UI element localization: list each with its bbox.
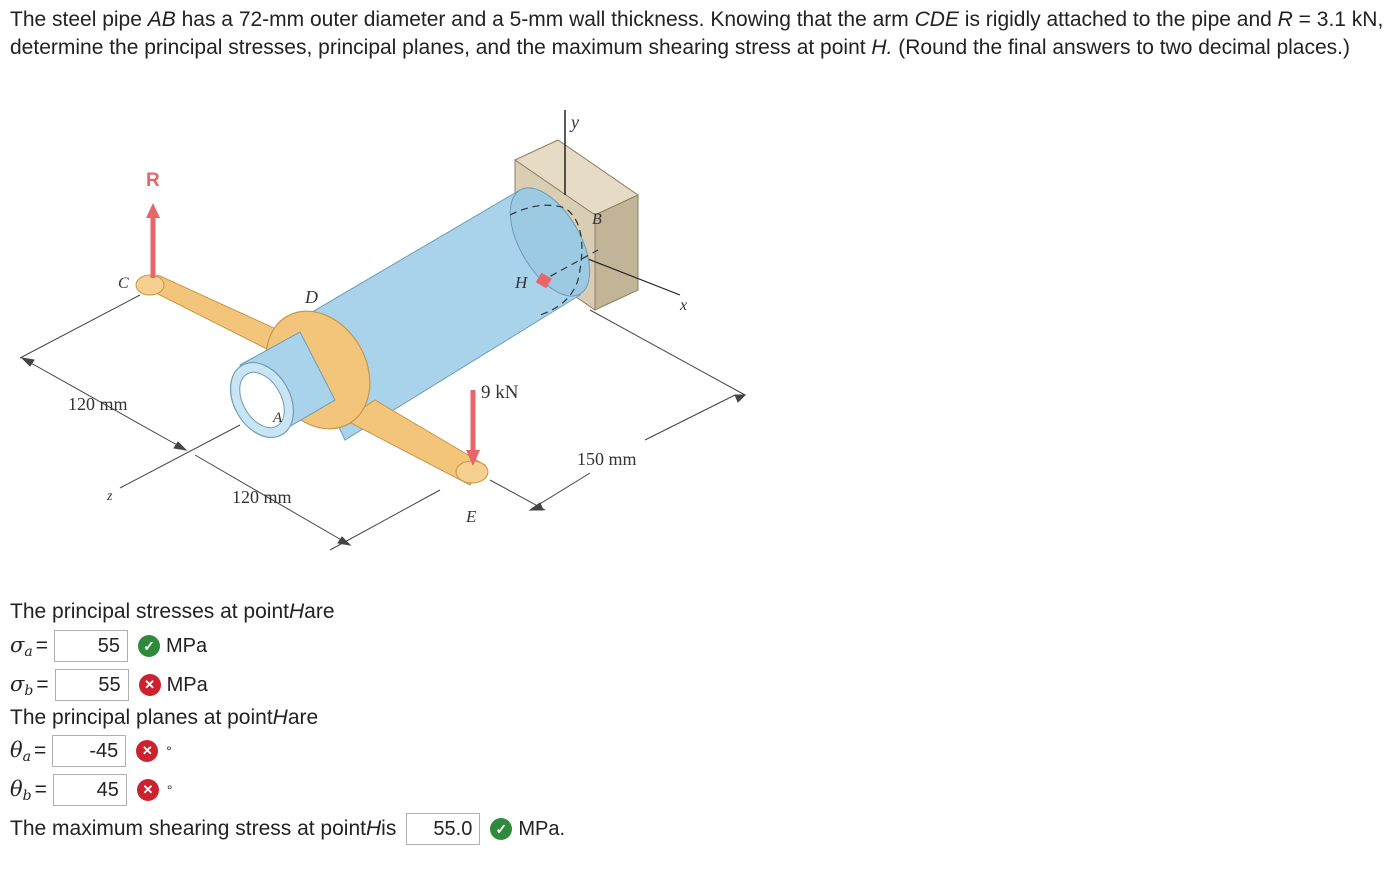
theta-b-input[interactable]: 45 (52, 774, 127, 806)
tau-max-input[interactable]: 55.0 (406, 813, 481, 845)
label-C: C (118, 275, 129, 292)
sigma-a-label: σa (10, 633, 33, 660)
q-part: (Round the final answers to two decimal … (892, 35, 1350, 59)
theta-a-subscript: a (22, 748, 32, 765)
label-B: B (592, 211, 602, 228)
q-var-CDE: CDE (914, 8, 959, 31)
q-part: The steel pipe (10, 8, 148, 31)
sigma-a-symbol: σ (10, 632, 25, 657)
sigma-b-label: σb (10, 672, 33, 699)
label-E: E (465, 507, 477, 526)
label-x: x (679, 297, 687, 314)
sigma-b-input[interactable]: 55 (54, 669, 129, 701)
stresses-prompt-H: H (288, 600, 305, 623)
theta-a-unit: ° (166, 743, 172, 759)
theta-a-row: θa = -45 ✕ ° (10, 735, 172, 767)
sigma-a-equals: = (35, 634, 48, 657)
shear-prompt-suffix: is (381, 817, 397, 840)
dim-120mm-bottom: 120 mm (232, 487, 292, 507)
x-icon: ✕ (138, 674, 161, 696)
dim-120mm-left: 120 mm (68, 394, 128, 414)
q-var-R: R (1277, 8, 1293, 31)
sigma-b-subscript: b (24, 682, 34, 699)
theta-a-equals: = (34, 739, 47, 762)
sigma-a-row: σa = 55 ✓ MPa (10, 630, 208, 662)
dimension-lines (19, 294, 747, 551)
theta-b-symbol: θ (10, 776, 23, 801)
x-icon: ✕ (136, 740, 159, 762)
planes-prompt: The principal planes at point H are (10, 704, 318, 732)
point-H-marker (535, 272, 552, 289)
q-part: is rigidly attached to the pipe and (958, 8, 1278, 31)
q-part: has a 72-mm outer diameter and a 5-mm wa… (175, 8, 915, 31)
theta-a-label: θa (10, 738, 31, 765)
sigma-a-input[interactable]: 55 (53, 630, 128, 662)
tau-max-unit: MPa. (518, 817, 566, 840)
theta-b-unit: ° (166, 782, 173, 798)
label-D: D (304, 287, 318, 307)
load-9kN: 9 kN (481, 382, 519, 403)
force-9kN-arrow (466, 390, 480, 466)
check-icon: ✓ (137, 635, 160, 657)
label-H: H (514, 273, 529, 292)
stresses-prompt: The principal stresses at point H are (10, 598, 335, 626)
sigma-a-unit: MPa (165, 634, 208, 657)
dim-150mm: 150 mm (577, 449, 637, 469)
sigma-b-symbol: σ (10, 671, 25, 696)
stresses-prompt-text: The principal stresses at point (10, 600, 289, 623)
label-y: y (569, 112, 579, 132)
pipe-end-a (229, 331, 336, 438)
planes-prompt-suffix: are (287, 706, 319, 729)
question-text: The steel pipe AB has a 72-mm outer diam… (10, 6, 1385, 61)
sigma-b-row: σb = 55 ✕ MPa (10, 669, 208, 701)
sigma-b-unit: MPa (166, 673, 208, 696)
x-icon: ✕ (136, 779, 159, 801)
theta-a-input[interactable]: -45 (52, 735, 127, 767)
label-z: z (106, 489, 113, 504)
pipe-figure: y x R 9 kN H C D A B E z (19, 110, 747, 551)
shear-row: The maximum shearing stress at point H i… (10, 813, 566, 845)
q-var-AB: AB (147, 8, 176, 31)
force-R-arrow (146, 203, 160, 278)
theta-b-label: θb (10, 777, 32, 804)
check-icon: ✓ (490, 818, 513, 840)
planes-prompt-text: The principal planes at point (10, 706, 273, 729)
label-R: R (146, 170, 160, 191)
sigma-a-subscript: a (24, 643, 33, 660)
theta-b-equals: = (34, 778, 47, 801)
label-A: A (272, 410, 283, 426)
q-var-H: H. (871, 35, 893, 59)
sigma-b-equals: = (36, 673, 49, 696)
planes-prompt-H: H (272, 706, 288, 729)
shear-prompt-text: The maximum shearing stress at point (10, 817, 366, 840)
theta-a-symbol: θ (10, 737, 23, 762)
stresses-prompt-suffix: are (304, 600, 335, 623)
q-part: = 3.1 kN, determine the principal stress… (10, 8, 1384, 59)
shear-prompt-H: H (365, 817, 382, 840)
theta-b-subscript: b (22, 787, 32, 804)
theta-b-row: θb = 45 ✕ ° (10, 774, 173, 806)
